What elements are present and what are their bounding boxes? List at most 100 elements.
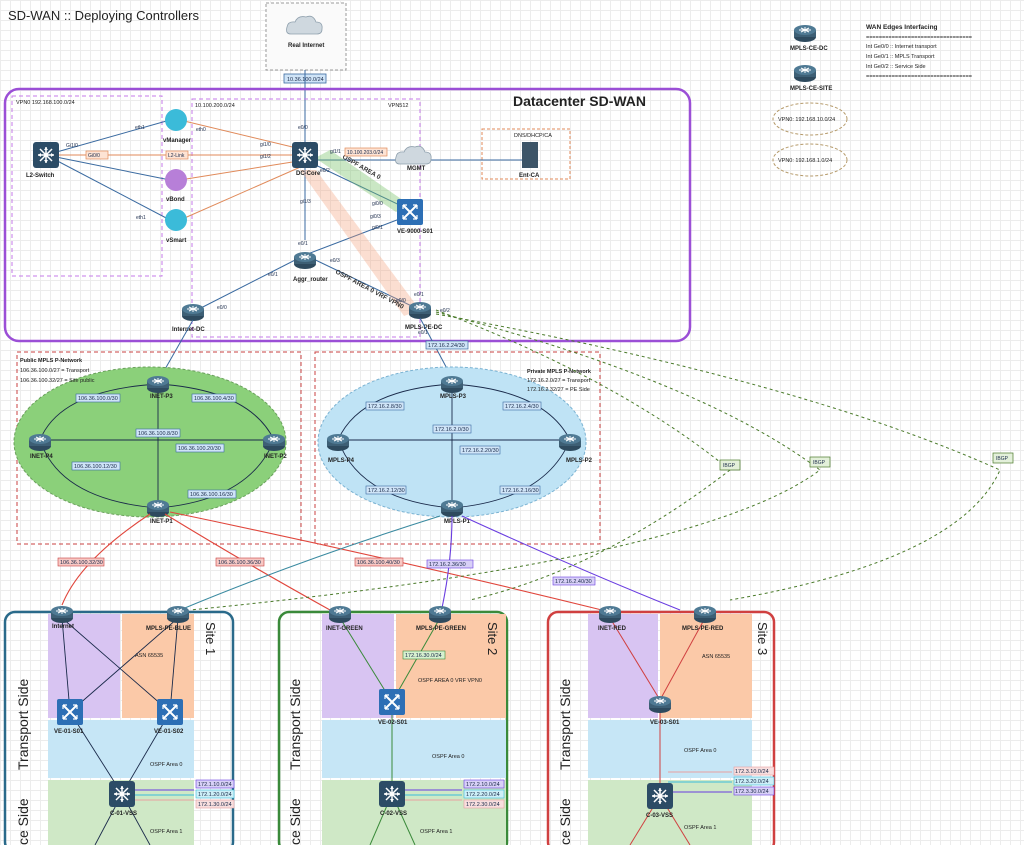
- site-2: Site 2 Transport Side ce Side OSPF AREA …: [277, 605, 509, 845]
- ent-ca-icon[interactable]: [522, 142, 538, 168]
- mpls-pe-dc-icon[interactable]: [408, 301, 432, 320]
- dc-port-e01: e0/1: [298, 241, 308, 247]
- s3-inet-net: 106.36.100.40/30: [357, 560, 400, 566]
- site-3-ospf0: OSPF Area 0: [684, 748, 716, 754]
- site-2-ve1-icon[interactable]: [378, 688, 406, 716]
- dc-port-eth1b: eth1: [136, 215, 146, 221]
- vbond-icon[interactable]: [165, 169, 187, 191]
- site-1-transport: Transport Side: [15, 678, 31, 770]
- dc-port-e01c: e0/1: [414, 292, 424, 298]
- vsmart-icon[interactable]: [165, 209, 187, 231]
- dc-core-label: DC-Core: [296, 171, 321, 177]
- legend-vpn-b: [772, 143, 848, 177]
- ve9000-label: VE-9000-S01: [397, 229, 434, 235]
- mpls-p3-label: MPLS-P3: [440, 394, 467, 400]
- dc-port-gi03: gi0/3: [370, 214, 381, 220]
- site-3-asn: ASN 65535: [702, 654, 730, 660]
- s2-mpls-net: 172.16.2.36/30: [429, 562, 466, 568]
- mpls-pe-dc-label: MPLS-PE-DC: [405, 325, 443, 331]
- dc-port-e00: e0/0: [298, 125, 308, 131]
- site-2-service: ce Side: [287, 798, 303, 845]
- site-1-core: C-01-VSS: [110, 811, 137, 817]
- aggr-router-label: Aggr_router: [293, 277, 328, 283]
- site-2-core-icon[interactable]: [378, 780, 406, 808]
- site-3-subnet-1: 172.3.20.0/24: [735, 779, 769, 785]
- site-3-inet: INET-RED: [598, 626, 627, 632]
- dc-port-eth1: eth1: [135, 125, 145, 131]
- s1-inet-net: 106.36.100.32/30: [60, 560, 103, 566]
- ibgp-label-1: IBGP: [723, 463, 736, 469]
- inet-p3-label: INET-P3: [150, 394, 173, 400]
- legend-site-router-icon: [793, 64, 817, 83]
- dc-port-e01d: e0/1: [418, 330, 428, 336]
- datacenter-box: [3, 87, 692, 343]
- dc-port-e03: e0/3: [330, 258, 340, 264]
- s2-inet-net: 106.36.100.36/30: [218, 560, 261, 566]
- page-title: SD-WAN :: Deploying Controllers: [8, 8, 199, 23]
- legend-vpn-a: [772, 102, 848, 136]
- vpn512-label: VPN512: [388, 103, 409, 109]
- mgmt-net-label: 10.100.203.0/24: [347, 150, 383, 156]
- dc-port-gi1: Gi1/0: [66, 143, 78, 149]
- inet-p2-icon[interactable]: [262, 433, 286, 452]
- site-3-core: C-03-VSS: [646, 813, 673, 819]
- site-1: Site 1 Transport Side ce Side ASN 65535 …: [3, 605, 235, 845]
- dc-port-e01b: e0/1: [268, 272, 278, 278]
- vpn0-label: VPN0 192.168.100.0/24: [16, 100, 75, 106]
- private-pe-label: 172.16.2.32/27 = PE Side: [527, 387, 590, 393]
- aggr-router-icon[interactable]: [293, 251, 317, 270]
- site-3-ve1-icon[interactable]: [648, 695, 672, 714]
- priv-net-1: 172.16.2.4/30: [505, 404, 539, 410]
- site-1-ve2-icon[interactable]: [156, 698, 184, 726]
- mpls-p1-icon[interactable]: [440, 499, 464, 518]
- site-3-subnet-2: 172.3.30.0/24: [735, 789, 769, 795]
- site-1-ve2: VE-01-S02: [154, 729, 184, 735]
- ent-ca-label: Ent-CA: [519, 173, 540, 179]
- dc-port-e02c: e0/2: [440, 308, 450, 314]
- dc-port-e02: e0/2: [320, 168, 330, 174]
- site-3-ospf1: OSPF Area 1: [684, 825, 716, 831]
- legend-site-label: MPLS-CE-SITE: [790, 86, 832, 92]
- vmanager-label: vManager: [163, 138, 192, 144]
- site-1-ve1-icon[interactable]: [56, 698, 84, 726]
- vpn-mid-label: 10.100.200.0/24: [195, 103, 235, 109]
- internet-group: [265, 2, 347, 71]
- internet-dc-icon[interactable]: [181, 303, 205, 322]
- mgmt-cloud-icon: [395, 145, 432, 165]
- ve9000-icon[interactable]: [396, 198, 424, 226]
- site-3-service: ce Side: [557, 798, 573, 845]
- pub-net-3: 106.36.100.20/30: [178, 446, 221, 452]
- ibgp-label-2: IBGP: [813, 460, 826, 466]
- site-3-ve1: VE-03-S01: [650, 720, 680, 726]
- site-1-mpls: MPLS-PE-BLUE: [146, 626, 191, 632]
- site-3-subnet-0: 172.3.10.0/24: [735, 769, 769, 775]
- site-2-mpls: MPLS-PE-GREEN: [416, 626, 466, 632]
- site-2-subnet-1: 172.2.20.0/24: [466, 792, 500, 798]
- inet-p4-icon[interactable]: [28, 433, 52, 452]
- vmanager-icon[interactable]: [165, 109, 187, 131]
- inet-p3-icon[interactable]: [146, 375, 170, 394]
- private-transport-label: 172.16.2.0/27 = Transport: [527, 378, 591, 384]
- mpls-p4-icon[interactable]: [326, 433, 350, 452]
- wan-line-2: Int Ge0/2 :: Service Side: [866, 64, 926, 70]
- site-2-transport: Transport Side: [287, 678, 303, 770]
- dc-port-eth0: eth0: [196, 127, 206, 133]
- site-3-transport: Transport Side: [557, 678, 573, 770]
- mpls-p2-label: MPLS-P2: [566, 458, 593, 464]
- site-1-subnet-0: 172.1.10.0/24: [198, 782, 232, 788]
- dc-core-icon[interactable]: [291, 141, 319, 169]
- mpls-p1-label: MPLS-P1: [444, 519, 471, 525]
- site-3-core-icon[interactable]: [646, 782, 674, 810]
- dc-port-label: Gi0/0: [88, 153, 100, 159]
- pub-net-0: 106.36.100.0/30: [78, 396, 118, 402]
- site-1-asn: ASN 65535: [135, 653, 163, 659]
- inet-p1-label: INET-P1: [150, 519, 173, 525]
- l2-switch-label: L2-Switch: [26, 173, 55, 179]
- site-1-core-icon[interactable]: [108, 780, 136, 808]
- mpls-p2-icon[interactable]: [558, 433, 582, 452]
- mpls-p3-icon[interactable]: [440, 375, 464, 394]
- pub-net-4: 106.36.100.12/30: [74, 464, 117, 470]
- wan-line-0: Int Ge0/0 :: Internet transport: [866, 44, 937, 50]
- priv-net-2: 172.16.2.0/30: [435, 427, 469, 433]
- l2-switch-icon[interactable]: [32, 141, 60, 169]
